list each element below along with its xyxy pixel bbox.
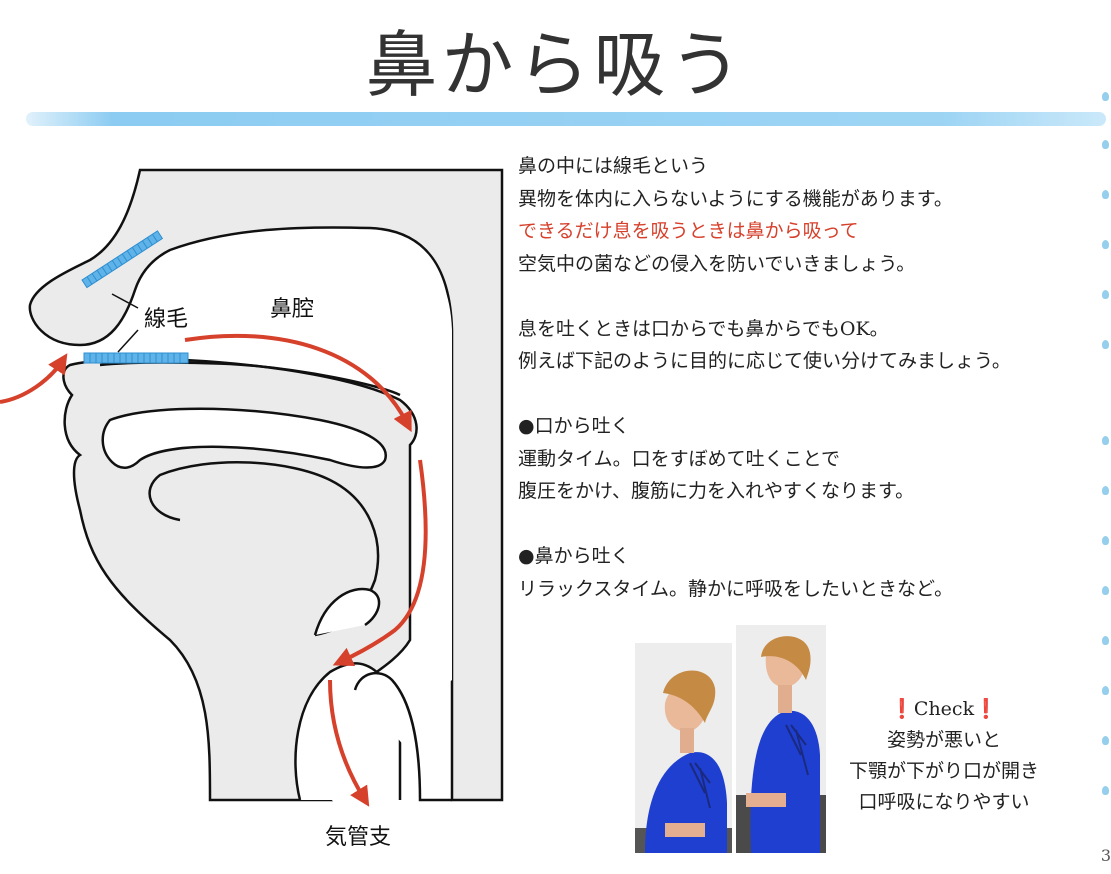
posture-check-note: ❗Check❗ 姿勢が悪いと 下顎が下がり口が開き 口呼吸になりやすい <box>826 694 1062 818</box>
explanation-text: 鼻の中には線毛という 異物を体内に入らないようにする機能があります。 できるだけ… <box>518 150 1108 605</box>
nasal-airway-diagram: 線毛 鼻腔 気管支 <box>0 150 512 859</box>
p2-line1: 息を吐くときは口からでも鼻からでもOK。 <box>518 313 1108 346</box>
p1-line4: 空気中の菌などの侵入を防いでいきましょう。 <box>518 248 1108 281</box>
nose-exhale-heading: ●鼻から吐く <box>518 540 1108 573</box>
title-underline-brush <box>26 112 1106 126</box>
page-title: 鼻から吸う <box>0 6 1111 111</box>
p3-line2: 腹圧をかけ、腹筋に力を入れやすくなります。 <box>518 475 1108 508</box>
p1-line1: 鼻の中には線毛という <box>518 150 1108 183</box>
exclamation-icon: ❗ <box>974 698 998 720</box>
check-line2: 下顎が下がり口が開き <box>826 756 1062 787</box>
label-nasal-cavity: 鼻腔 <box>270 297 314 322</box>
photo-good-posture <box>736 625 826 853</box>
p1-line3-highlight: できるだけ息を吸うときは鼻から吸って <box>518 215 1108 248</box>
cilia-lower <box>84 353 188 363</box>
page-number: 3 <box>1101 846 1111 865</box>
p4-line1: リラックスタイム。静かに呼吸をしたいときなど。 <box>518 573 1108 606</box>
exclamation-icon: ❗ <box>890 698 914 720</box>
photo-bad-posture <box>635 643 732 853</box>
p2-line2: 例えば下記のように目的に応じて使い分けてみましょう。 <box>518 345 1108 378</box>
check-label: Check <box>914 698 974 720</box>
airflow-arrow-intake <box>0 360 63 402</box>
check-line3: 口呼吸になりやすい <box>826 787 1062 818</box>
label-cilia: 線毛 <box>144 307 188 332</box>
label-trachea: 気管支 <box>325 825 391 850</box>
cilia-pointer-lower <box>118 330 138 352</box>
p1-line2: 異物を体内に入らないようにする機能があります。 <box>518 183 1108 216</box>
mouth-exhale-heading: ●口から吐く <box>518 410 1108 443</box>
p3-line1: 運動タイム。口をすぼめて吐くことで <box>518 443 1108 476</box>
check-line1: 姿勢が悪いと <box>826 725 1062 756</box>
check-heading: ❗Check❗ <box>826 694 1062 725</box>
